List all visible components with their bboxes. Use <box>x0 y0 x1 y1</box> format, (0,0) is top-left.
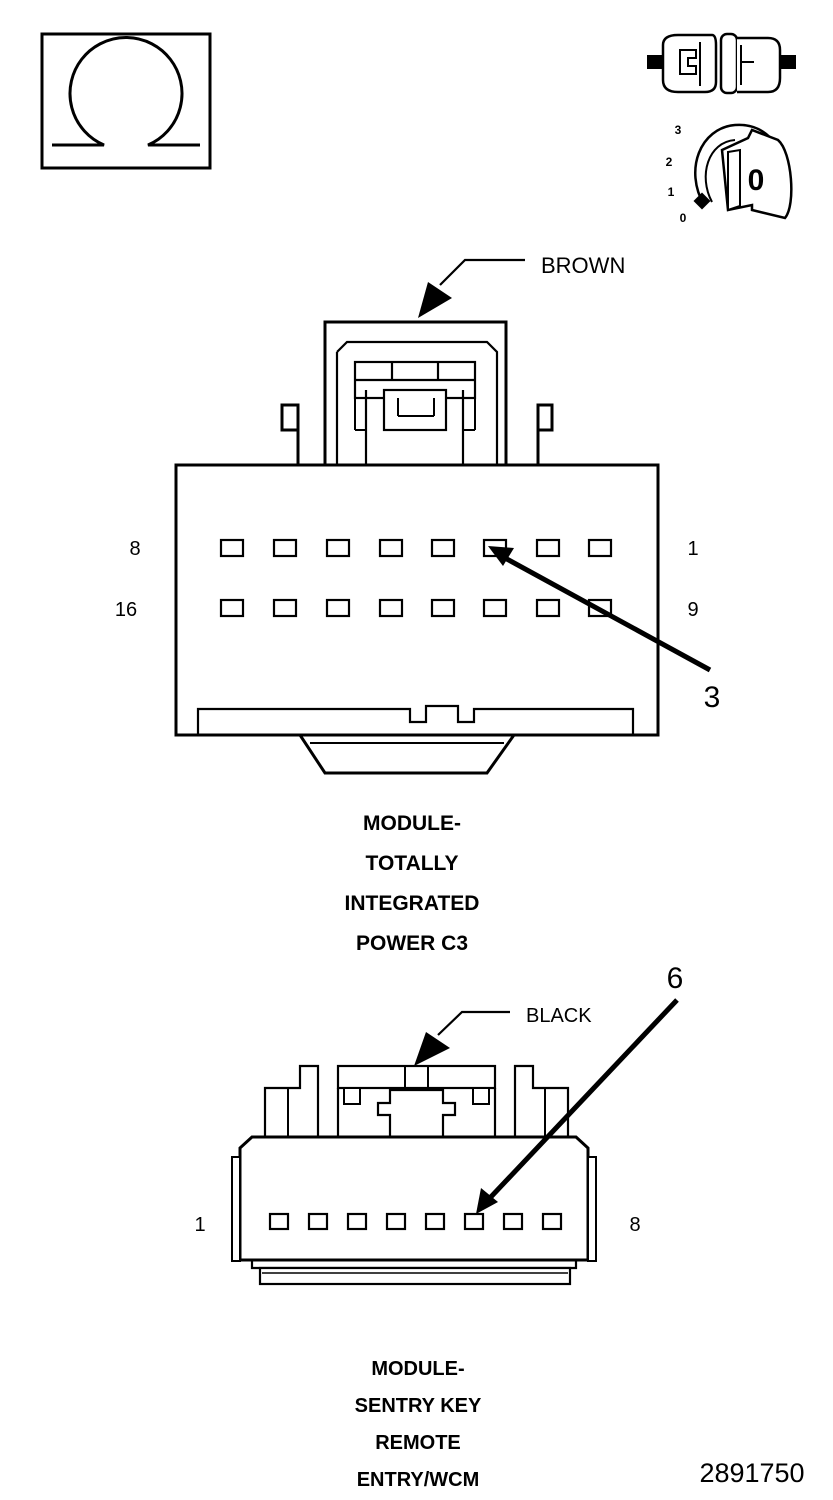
connector-wcm-pin-label-8: 8 <box>629 1214 640 1236</box>
connector-wcm-callout: 6 <box>667 962 684 995</box>
c3-pin-12 <box>430 598 456 618</box>
connector-c3-color-label: BROWN <box>541 253 625 278</box>
ignition-position-0: 0 <box>680 211 687 225</box>
wcm-pin-6 <box>463 1212 485 1231</box>
connector-wcm-title: MODULE- SENTRY KEY REMOTE ENTRY/WCM <box>355 1358 482 1491</box>
connector-wcm-title-line-3: REMOTE <box>375 1432 461 1454</box>
connector-c3-pin-label-8: 8 <box>129 538 140 560</box>
c3-pin-15 <box>272 598 298 618</box>
c3-pin-14 <box>325 598 351 618</box>
ignition-position-3: 3 <box>675 123 682 137</box>
c3-pin-1 <box>587 538 613 558</box>
c3-pin-16 <box>219 598 245 618</box>
connector-c3-title-line-4: POWER C3 <box>356 932 468 955</box>
connector-c3-title-line-2: TOTALLY <box>366 852 459 875</box>
connector-c3-callout: 3 <box>704 681 721 714</box>
connector-c3-callout-arrow <box>488 546 712 673</box>
connector-wcm: BLACK <box>194 962 683 1491</box>
wcm-pin-2 <box>307 1212 329 1231</box>
connector-wcm-pin-label-1: 1 <box>194 1214 205 1236</box>
wcm-pin-3 <box>346 1212 368 1231</box>
connector-c3-title: MODULE- TOTALLY INTEGRATED POWER C3 <box>345 812 480 955</box>
c3-pin-2 <box>535 538 561 558</box>
connector-c3-title-line-3: INTEGRATED <box>345 892 480 915</box>
disconnected-connector-icon <box>647 32 796 95</box>
ignition-position-1: 1 <box>668 185 675 199</box>
connector-wcm-callout-arrow <box>476 998 679 1214</box>
connector-c3-pins <box>219 538 613 618</box>
connector-c3-pin-label-1: 1 <box>687 538 698 560</box>
c3-pin-11 <box>482 598 508 618</box>
connector-c3-title-line-1: MODULE- <box>363 812 461 835</box>
connector-c3: BROWN <box>115 253 720 955</box>
connector-wcm-title-line-4: ENTRY/WCM <box>357 1469 480 1491</box>
c3-pin-13 <box>378 598 404 618</box>
c3-pin-4 <box>430 538 456 558</box>
connector-wcm-title-line-2: SENTRY KEY <box>355 1395 482 1417</box>
wcm-pin-4 <box>385 1212 407 1231</box>
connector-c3-pin-label-16: 16 <box>115 599 137 621</box>
ignition-key-label: 0 <box>748 164 765 197</box>
connector-wcm-color-label: BLACK <box>526 1005 592 1027</box>
wcm-pin-5 <box>424 1212 446 1231</box>
c3-pin-5 <box>378 538 404 558</box>
c3-pin-8 <box>219 538 245 558</box>
connector-wcm-pins <box>268 1212 563 1231</box>
ignition-position-2: 2 <box>666 155 673 169</box>
c3-pin-10 <box>535 598 561 618</box>
c3-pin-7 <box>272 538 298 558</box>
c3-pin-6 <box>325 538 351 558</box>
ohm-symbol-icon <box>40 32 212 170</box>
wcm-pin-8 <box>541 1212 563 1231</box>
wcm-pin-7 <box>502 1212 524 1231</box>
ignition-key-icon: 0 3 2 1 0 <box>666 123 793 225</box>
figure-number: 2891750 <box>699 1458 804 1488</box>
connector-wcm-title-line-1: MODULE- <box>371 1358 464 1380</box>
connector-c3-pin-label-9: 9 <box>687 599 698 621</box>
wcm-pin-1 <box>268 1212 290 1231</box>
